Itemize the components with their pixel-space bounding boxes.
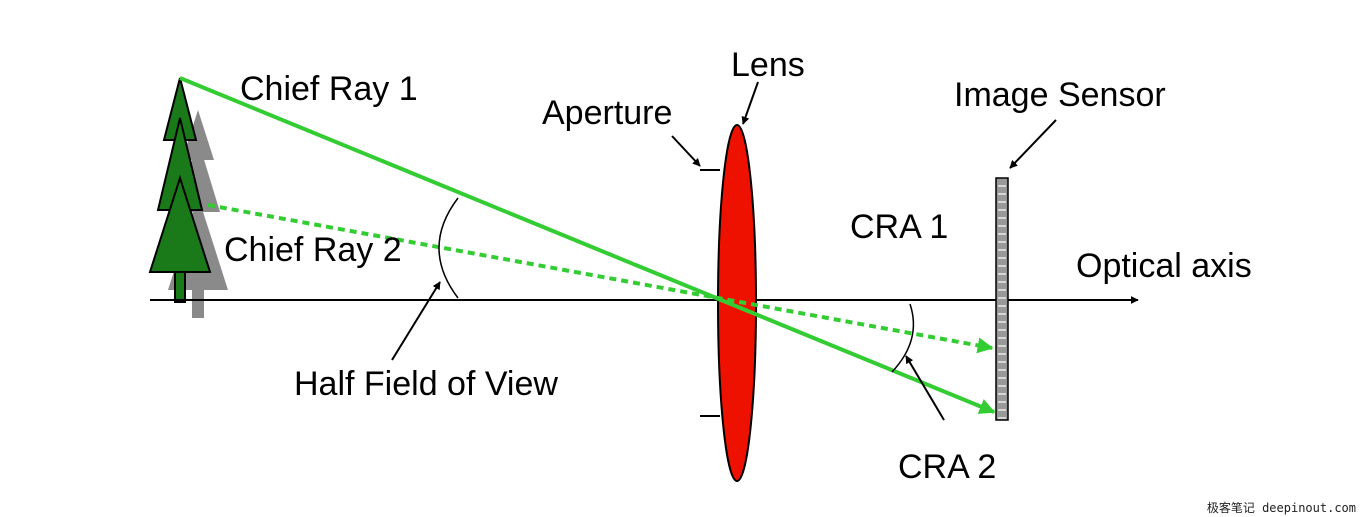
aperture-label: Aperture: [542, 94, 672, 132]
half-fov-label: Half Field of View: [294, 365, 558, 403]
half-fov-pointer: [391, 281, 441, 361]
chief-ray-2-label: Chief Ray 2: [224, 231, 402, 269]
cra-2-pointer: [905, 355, 945, 421]
cra-1-label: CRA 1: [850, 208, 948, 246]
chief-ray-2: [207, 203, 994, 354]
cra-arc: [891, 303, 915, 373]
watermark: 极客笔记 deepinout.com: [1207, 500, 1356, 515]
image-sensor-label: Image Sensor: [954, 76, 1166, 114]
tree-object: [148, 77, 212, 303]
lens-label: Lens: [731, 46, 805, 84]
chief-ray-1: [179, 76, 996, 414]
half-fov-arc: [438, 197, 459, 299]
aperture-pointer: [671, 135, 701, 167]
chief-ray-1-label: Chief Ray 1: [240, 70, 418, 108]
cra-2-label: CRA 2: [898, 448, 996, 486]
optical-axis-label: Optical axis: [1076, 247, 1252, 285]
image-sensor-pointer: [1009, 119, 1057, 169]
lens-pointer: [741, 81, 759, 125]
image-sensor: [995, 177, 1009, 421]
